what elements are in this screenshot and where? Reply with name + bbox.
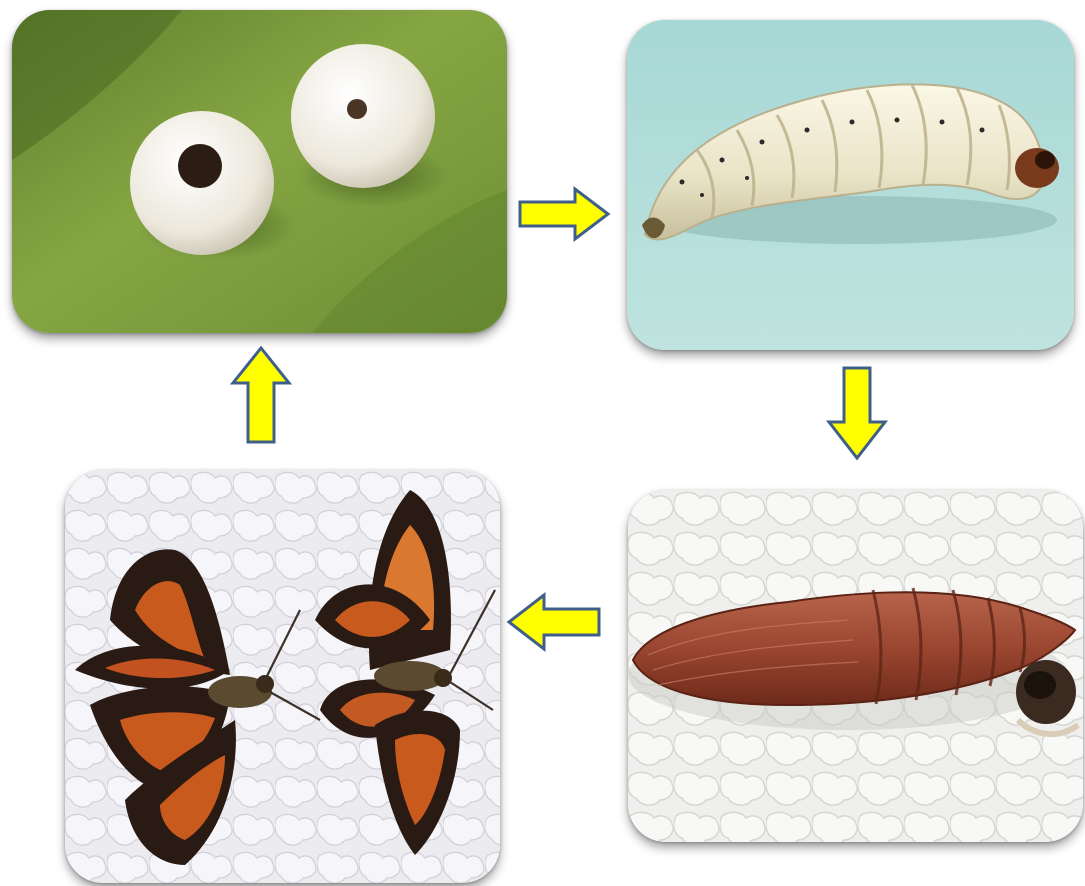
larva-photo xyxy=(627,20,1074,350)
pupa-stage-panel xyxy=(628,490,1083,842)
arrow-shape xyxy=(233,348,289,442)
arrow-shape xyxy=(520,189,608,239)
arrow-shape xyxy=(829,368,885,458)
larva-stage-panel xyxy=(627,20,1074,350)
arrow-right-icon xyxy=(517,186,611,242)
arrow-shape xyxy=(509,595,599,649)
arrow-left-icon xyxy=(506,592,602,652)
arrow-up-icon xyxy=(230,345,292,445)
eggs-photo xyxy=(12,10,507,333)
arrow-down-icon xyxy=(826,365,888,461)
eggs-stage-panel xyxy=(12,10,507,333)
pupa-photo xyxy=(628,490,1083,842)
adult-stage-panel xyxy=(65,470,500,883)
adult-moths-photo xyxy=(65,470,500,883)
